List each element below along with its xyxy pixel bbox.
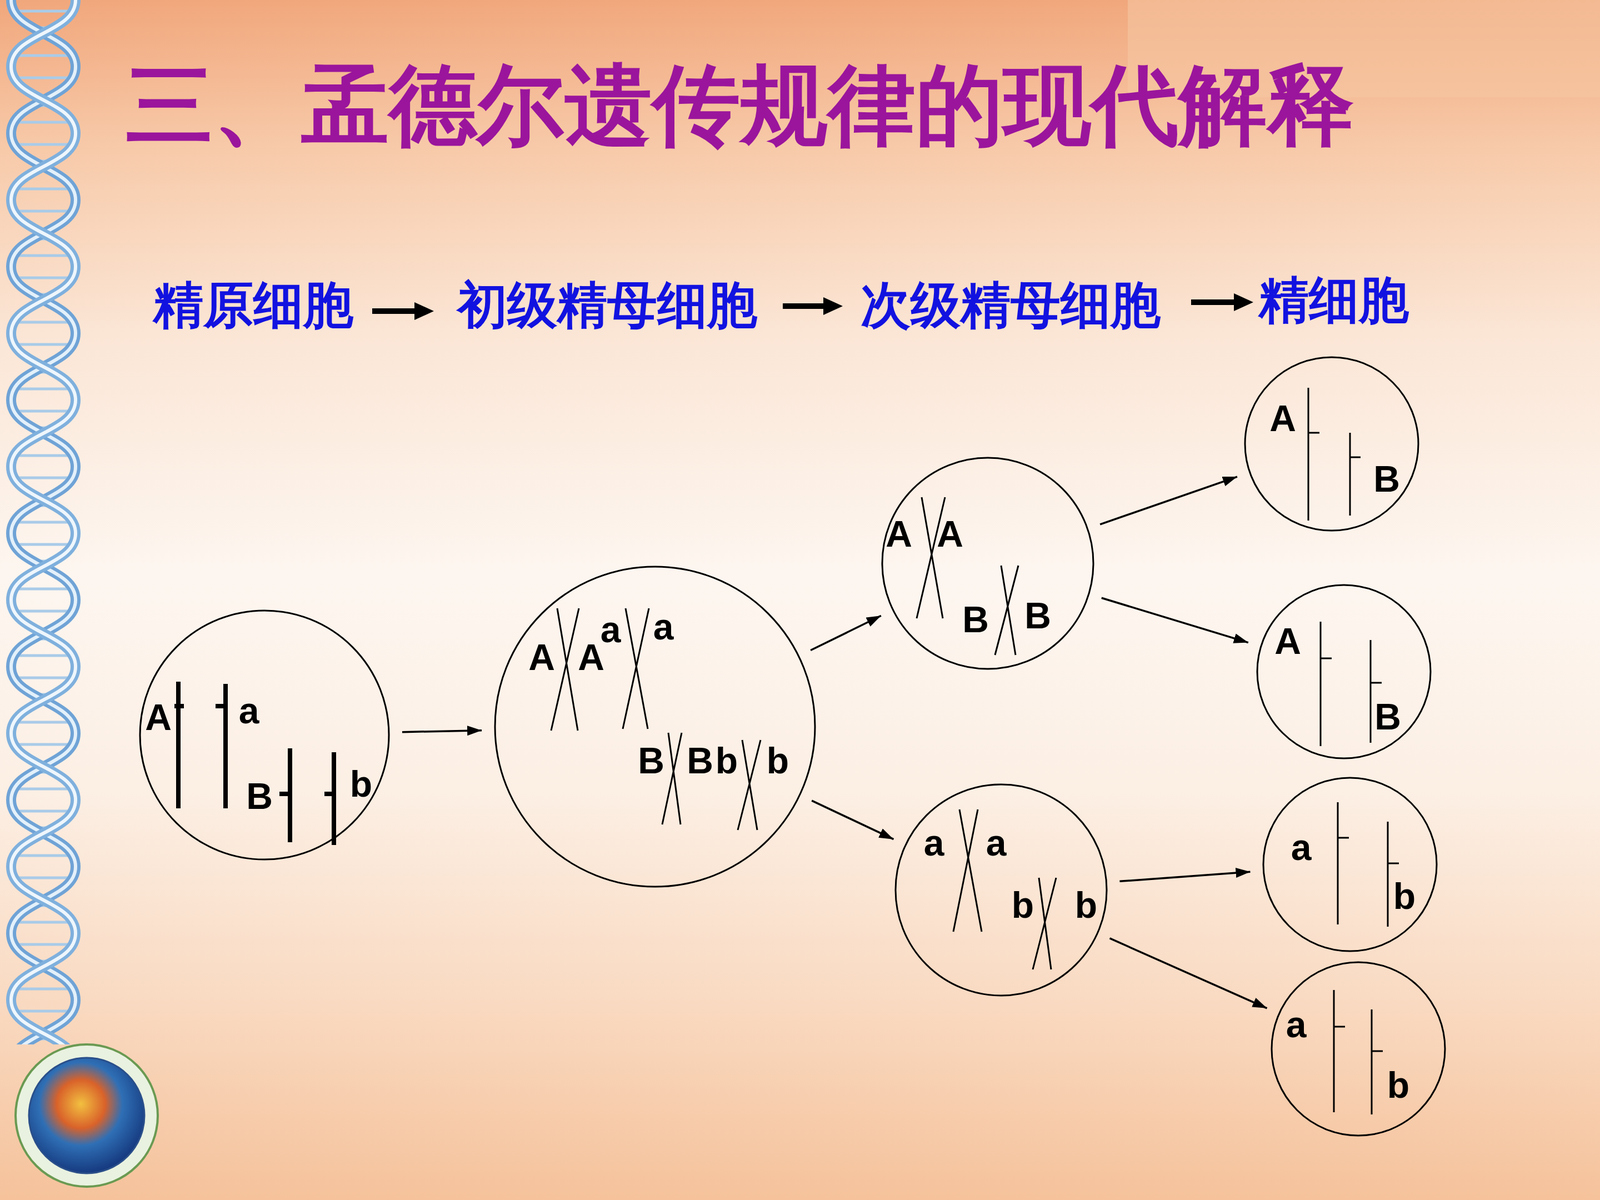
- stage-label: 初级精母细胞: [457, 280, 758, 330]
- cell-circle: AAaaBBbb: [493, 565, 817, 888]
- gene-letter: A: [885, 515, 913, 553]
- chromosome: [1333, 990, 1383, 1115]
- chromosome: [1337, 802, 1399, 927]
- cell-outline: [1243, 356, 1420, 532]
- gene-letter: A: [1269, 400, 1297, 437]
- gene-letter: B: [246, 777, 273, 815]
- division-arrow: [1110, 938, 1268, 1009]
- cell-membrane: [140, 610, 389, 860]
- chromosome: [174, 681, 334, 845]
- cell-circle: AA BB: [881, 456, 1095, 670]
- gene-letter: b: [1393, 877, 1416, 915]
- gene-letter: a: [986, 824, 1007, 862]
- gene-letter: A: [936, 515, 964, 553]
- gene-letter: b: [350, 765, 373, 803]
- gene-letter: A: [528, 638, 555, 676]
- gene-letter: a: [923, 824, 945, 862]
- cell-circle: aabb: [894, 783, 1108, 997]
- division-arrow: [811, 800, 894, 840]
- stage-label: 精原细胞: [153, 280, 354, 330]
- cell-outline: [1256, 583, 1432, 760]
- chromatid-pair: [953, 809, 1057, 970]
- division-arrow: [1101, 597, 1249, 643]
- gene-letter: b: [766, 742, 789, 779]
- cell-outline: [881, 456, 1095, 670]
- cell-membrane: [895, 784, 1107, 996]
- chromatid-pair: [551, 608, 761, 830]
- cell-membrane: [1245, 357, 1419, 531]
- chromatid-pair: [916, 497, 1019, 655]
- division-arrow: [1119, 871, 1250, 882]
- cell-membrane: [1263, 777, 1437, 952]
- slide-title: 三、孟德尔遗传规律的现代解释: [125, 61, 1355, 149]
- gene-letter: a: [600, 611, 622, 648]
- chromosome: [1320, 621, 1382, 747]
- division-arrow: [402, 730, 482, 733]
- dna-helix: [0, 0, 87, 1045]
- cell-membrane: [1257, 585, 1431, 759]
- cell-outline: [1262, 776, 1438, 953]
- gene-letter: A: [145, 698, 172, 736]
- gene-letter: B: [686, 742, 714, 779]
- logo-globe: [15, 1044, 158, 1187]
- gene-letter: b: [1387, 1066, 1410, 1104]
- gene-letter: a: [1291, 828, 1312, 866]
- gene-letter: B: [962, 601, 989, 638]
- cell-outline: [1270, 961, 1447, 1137]
- cell-circle: AaBb: [138, 609, 390, 861]
- cell-circle: AB: [1256, 583, 1432, 760]
- cell-circle: ab: [1270, 961, 1447, 1137]
- cell-circle: AB: [1243, 356, 1420, 532]
- stage-label: 精细胞: [1258, 275, 1409, 325]
- gene-letter: b: [715, 742, 738, 779]
- gene-letter: b: [1075, 886, 1098, 924]
- gene-letter: a: [653, 608, 674, 645]
- cell-outline: [138, 609, 390, 861]
- gene-letter: B: [1373, 460, 1400, 498]
- gene-letter: a: [1286, 1006, 1307, 1043]
- gene-letter: A: [1274, 622, 1302, 660]
- gene-letter: a: [238, 692, 260, 729]
- chromosome: [1308, 387, 1361, 521]
- stage-label: 次级精母细胞: [860, 280, 1161, 330]
- gene-letter: b: [1011, 886, 1034, 924]
- gene-letter: B: [637, 742, 665, 779]
- gene-letter: B: [1024, 597, 1052, 634]
- cell-membrane: [882, 457, 1094, 669]
- gene-letter: B: [1374, 698, 1402, 735]
- cell-membrane: [495, 566, 815, 887]
- division-arrow: [810, 615, 882, 650]
- cell-membrane: [1271, 962, 1445, 1136]
- cell-circle: ab: [1262, 776, 1438, 953]
- division-arrow: [1100, 476, 1238, 525]
